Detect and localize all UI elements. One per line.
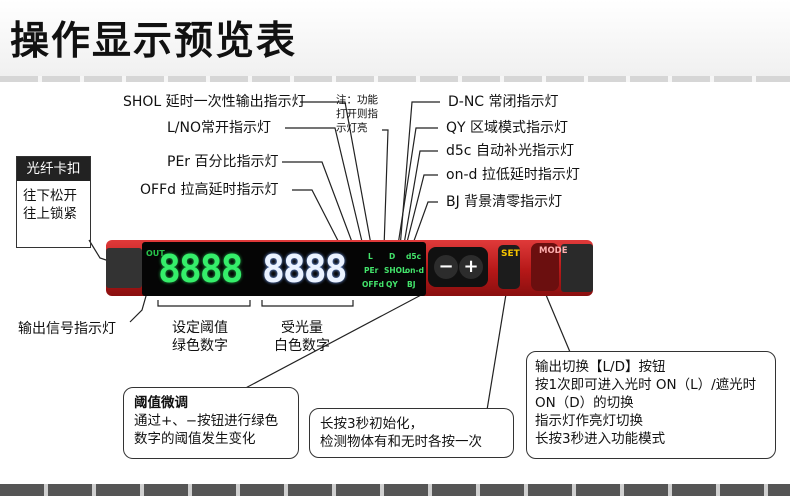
leader-lno [285, 127, 365, 251]
set-label: SET [501, 249, 520, 259]
label-offd: OFFd 拉高延时指示灯 [140, 182, 279, 198]
leader-qy [395, 127, 438, 259]
label-ond: on-d 拉低延时指示灯 [446, 167, 580, 183]
label-output-signal: 输出信号指示灯 [18, 321, 116, 337]
page-title: 操作显示预览表 [10, 19, 298, 64]
indicator-per: PEr [364, 266, 379, 275]
indicator-offd: OFFd [362, 280, 384, 289]
threshold-tuning-line-1: 通过+、−按钮进行绿色 [134, 413, 279, 429]
minus-button[interactable]: − [434, 255, 458, 279]
label-dnc: D-NC 常闭指示灯 [448, 94, 559, 110]
threshold-digits: 8888 [158, 247, 244, 291]
label-received-1: 受光量 [281, 320, 323, 336]
leader-note [382, 129, 389, 249]
leader-ond [401, 174, 438, 263]
output-switch-box: 输出切换【L/D】按钮 按1次即可进入光时 ON（L）/遮光时 ON（D）的切换… [526, 351, 776, 459]
label-qy: QY 区域模式指示灯 [446, 120, 569, 136]
plus-button[interactable]: + [459, 255, 483, 279]
threshold-tuning-line-2: 数字的阈值发生变化 [134, 431, 256, 447]
fiber-buckle-box: 光纤卡扣 往下松开 往上锁紧 [16, 156, 91, 248]
mode-button[interactable]: MODE [531, 243, 568, 291]
fiber-lock-lever[interactable] [106, 248, 142, 288]
indicator-shol: SHOL [384, 266, 407, 275]
label-bj: BJ 背景清零指示灯 [446, 194, 563, 210]
fiber-buckle-line-2: 往上锁紧 [23, 206, 77, 222]
leader-per [282, 161, 359, 259]
bracket-green [157, 300, 251, 307]
reset-line-2: 检测物体有和无时各按一次 [320, 434, 482, 450]
mode-label: MODE [539, 246, 568, 256]
output-switch-line-4: 指示灯作亮灯切换 [535, 413, 643, 429]
display-screen: OUT 8888 8888 L D d5c PEr SHOL on-d OFFd… [142, 242, 426, 296]
note-line-2: 打开则指 [336, 108, 378, 120]
device-end-cap [561, 244, 593, 292]
indicator-bj: BJ [407, 280, 416, 289]
adjust-button-group: − + [428, 247, 488, 287]
indicator-ond: on-d [405, 266, 424, 275]
note-line-3: 示灯亮 [336, 122, 368, 134]
received-light-digits: 8888 [262, 247, 348, 291]
label-shol: SHOL 延时一次性输出指示灯 [123, 94, 306, 110]
reset-box: 长按3秒初始化， 检测物体有和无时各按一次 [309, 408, 514, 458]
bracket-white [261, 300, 354, 307]
bottom-divider [0, 484, 790, 496]
leader-d5c [402, 150, 438, 251]
indicator-l: L [368, 252, 373, 261]
indicator-d: D [389, 252, 396, 261]
note-line-1: 注：功能 [336, 94, 378, 106]
label-threshold-2: 绿色数字 [172, 338, 228, 354]
threshold-tuning-box: 阈值微调 通过+、−按钮进行绿色 数字的阈值发生变化 [123, 387, 299, 459]
leader-threshold-box [237, 284, 441, 393]
output-switch-line-1: 输出切换【L/D】按钮 [535, 359, 666, 375]
header-bar: 操作显示预览表 [0, 0, 790, 76]
output-switch-line-2: 按1次即可进入光时 ON（L）/遮光时 [535, 377, 757, 393]
indicator-qy: QY [386, 280, 398, 289]
amplifier-device: OUT 8888 8888 L D d5c PEr SHOL on-d OFFd… [106, 230, 593, 310]
label-threshold-1: 设定阈值 [172, 320, 228, 336]
label-lno: L/NO常开指示灯 [167, 120, 272, 136]
label-per: PEr 百分比指示灯 [167, 154, 279, 170]
label-received-2: 白色数字 [274, 338, 330, 354]
fiber-buckle-line-1: 往下松开 [23, 188, 77, 204]
output-switch-line-5: 长按3秒进入功能模式 [535, 431, 666, 447]
set-button[interactable]: SET [498, 245, 520, 289]
out-indicator: OUT [146, 249, 165, 258]
fiber-buckle-title: 光纤卡扣 [17, 157, 90, 181]
indicator-d5c: d5c [406, 252, 422, 261]
output-switch-line-3: ON（D）的切换 [535, 395, 634, 411]
label-d5c: d5c 自动补光指示灯 [446, 143, 574, 159]
leader-reset-box [486, 287, 508, 411]
top-divider [0, 76, 790, 82]
leader-shol [300, 101, 373, 251]
reset-line-1: 长按3秒初始化， [320, 416, 424, 432]
leader-dnc [399, 101, 440, 249]
threshold-tuning-title: 阈值微调 [134, 395, 188, 411]
